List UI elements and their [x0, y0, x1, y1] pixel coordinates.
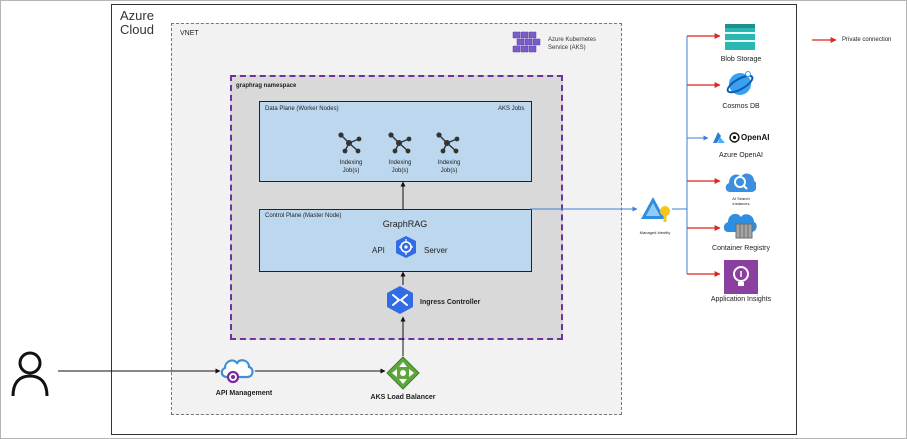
aks-label: Azure Kubernetes Service (AKS) [548, 36, 596, 52]
aks-label-line1: Azure Kubernetes [548, 37, 597, 43]
indexing-job-label-line1: Indexing [388, 160, 412, 166]
application-insights-label: Application Insights [710, 296, 772, 303]
aks-label-line2: Service (AKS) [548, 45, 586, 51]
indexing-job-label: Indexing Job(s) [340, 159, 363, 175]
ai-search-icon [725, 173, 756, 192]
ai-search-label-line1: AI Search [732, 196, 750, 201]
indexing-job-icon [436, 132, 460, 154]
indexing-job-label-line1: Indexing [437, 160, 461, 166]
openai-logo-icon [729, 132, 740, 143]
indexing-job-icon [388, 132, 412, 154]
azure-cloud-container [111, 4, 797, 435]
container-registry-icon [723, 213, 757, 239]
indexing-job-label-line2: Job(s) [342, 168, 360, 174]
namespace-label: graphrag namespace [236, 83, 297, 89]
ai-search-label: AI Search instances [732, 196, 750, 206]
azure-cloud-title: Azure Cloud [120, 9, 154, 37]
api-label: API [372, 246, 385, 255]
vnet-label: VNET [180, 30, 199, 37]
azure-cloud-title-line2: Cloud [120, 22, 154, 37]
data-plane-box [259, 101, 532, 182]
load-balancer-label: AKS Load Balancer [370, 394, 436, 401]
azure-openai-label: Azure OpenAI [719, 152, 763, 159]
user-icon [11, 351, 49, 397]
indexing-job-label-line2: Job(s) [391, 168, 409, 174]
control-plane-label: Control Plane (Master Node) [265, 213, 342, 219]
graphrag-title: GraphRAG [382, 219, 428, 229]
indexing-job-icon [338, 132, 362, 154]
indexing-job-label: Indexing Job(s) [438, 159, 461, 175]
blob-storage-icon [725, 24, 755, 50]
api-management-label: API Management [215, 390, 273, 397]
kubernetes-pod-icon [396, 236, 416, 258]
openai-logo-text: OpenAI [741, 133, 770, 142]
aks-icon [512, 31, 541, 53]
container-registry-label: Container Registry [712, 245, 770, 252]
azure-cloud-title-line1: Azure [120, 8, 154, 23]
data-plane-label: Data Plane (Worker Nodes) [265, 106, 339, 112]
managed-identity-label: Managed Identity [639, 230, 671, 235]
aks-jobs-label: AKS Jobs [498, 106, 525, 112]
azure-logo-icon [713, 132, 725, 143]
application-insights-icon [724, 260, 758, 294]
api-management-icon [220, 359, 254, 384]
blob-storage-label: Blob Storage [720, 56, 762, 63]
ingress-controller-icon [387, 286, 413, 314]
cosmos-db-icon [726, 71, 754, 95]
indexing-job-label-line2: Job(s) [440, 168, 458, 174]
ai-search-label-line2: instances [732, 201, 750, 206]
indexing-job-label: Indexing Job(s) [389, 159, 412, 175]
indexing-job-label-line1: Indexing [339, 160, 363, 166]
server-label: Server [424, 246, 448, 255]
cosmos-db-label: Cosmos DB [722, 103, 760, 110]
load-balancer-icon [386, 356, 420, 390]
managed-identity-icon [641, 197, 670, 222]
control-plane-box [259, 209, 532, 272]
legend-private-connection-label: Private connection [842, 37, 892, 43]
ingress-controller-label: Ingress Controller [420, 299, 481, 306]
